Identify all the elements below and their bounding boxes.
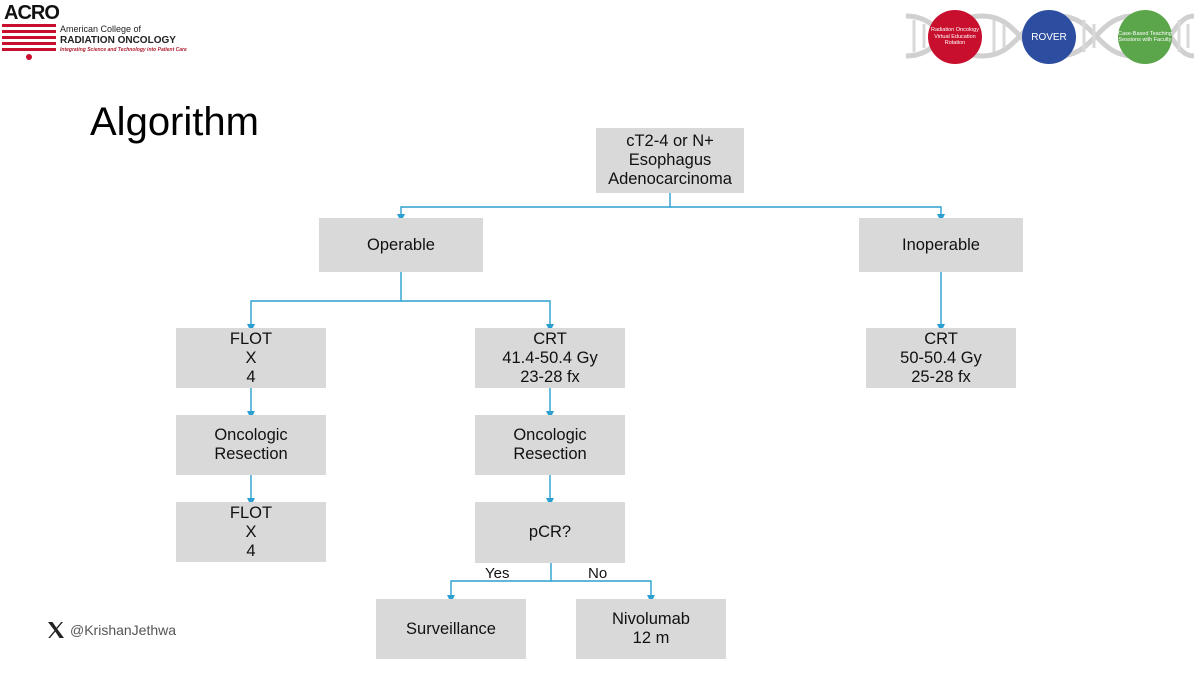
node-crt-inoperable-line: CRT — [924, 329, 958, 348]
rover-circle-teaching: Case-Based Teaching Sessions with Facult… — [1118, 10, 1172, 64]
x-logo-icon — [48, 622, 64, 638]
node-nivolumab-line: Nivolumab — [612, 610, 690, 628]
node-crt-inoperable-line: 50-50.4 Gy — [900, 348, 982, 367]
acro-logo: ACRO American College of RADIATION ONCOL… — [2, 2, 192, 62]
edge-pcr-nivolumab — [551, 580, 655, 603]
edge-root-operable — [397, 193, 671, 222]
node-flot-pre: FLOT X 4 — [176, 328, 326, 388]
node-inoperable: Inoperable — [859, 218, 1023, 272]
edge-pcr-surveillance — [447, 563, 552, 603]
edge-label-no: No — [588, 565, 608, 582]
node-operable-label: Operable — [367, 235, 435, 254]
node-root-line: Esophagus — [628, 151, 712, 169]
node-pcr-label: pCR? — [528, 523, 572, 541]
node-surveillance-label: Surveillance — [406, 619, 496, 638]
node-crt-inoperable: CRT 50-50.4 Gy 25-28 fx — [866, 328, 1016, 388]
social-handle: @KrishanJethwa — [46, 620, 176, 640]
node-nivolumab: Nivolumab 12 m — [576, 599, 726, 659]
node-flot-pre-line: FLOT — [229, 329, 273, 348]
edge-operable-flot — [247, 272, 402, 332]
acro-mark: ACRO — [2, 2, 60, 60]
acro-name-line1: American College of — [60, 24, 142, 34]
acro-wordmark: American College of RADIATION ONCOLOGY I… — [60, 24, 200, 54]
node-nivolumab-line: 12 m — [632, 629, 670, 647]
slide-title: Algorithm — [90, 100, 259, 144]
node-resection-right: Oncologic Resection — [475, 415, 625, 475]
node-flot-post: FLOT X 4 — [176, 502, 326, 562]
node-crt-operable-line: 23-28 fx — [520, 367, 580, 386]
rover-logo: Radiation Oncology Virtual Education Rot… — [904, 6, 1196, 66]
acro-abbrev: ACRO — [4, 2, 60, 24]
edge-label-yes: Yes — [485, 565, 510, 582]
edge-operable-crt — [401, 300, 554, 332]
acro-name-line2: RADIATION ONCOLOGY — [60, 35, 176, 46]
node-flot-pre-line: X — [245, 348, 257, 367]
node-flot-pre-line: 4 — [246, 367, 256, 386]
handle-text: @KrishanJethwa — [70, 622, 177, 638]
node-resection-left-line: Resection — [214, 445, 288, 463]
node-root-line: Adenocarcinoma — [608, 170, 732, 188]
node-flot-post-line: X — [245, 522, 257, 541]
node-flot-post-line: 4 — [246, 541, 256, 560]
node-root: cT2-4 or N+ Esophagus Adenocarcinoma — [596, 128, 744, 193]
rover-circle-rover: ROVER — [1022, 10, 1076, 64]
node-inoperable-label: Inoperable — [902, 235, 980, 254]
edge-root-inoperable — [670, 206, 945, 222]
node-crt-operable: CRT 41.4-50.4 Gy 23-28 fx — [475, 328, 625, 388]
rover-circle-education: Radiation Oncology Virtual Education Rot… — [928, 10, 982, 64]
node-resection-left: Oncologic Resection — [176, 415, 326, 475]
node-flot-post-line: FLOT — [229, 503, 273, 522]
node-resection-left-line: Oncologic — [214, 426, 288, 444]
node-pcr: pCR? — [475, 502, 625, 563]
node-root-line: cT2-4 or N+ — [626, 132, 714, 150]
acro-stripes-icon — [2, 24, 56, 60]
node-resection-right-line: Oncologic — [513, 426, 587, 444]
node-surveillance: Surveillance — [376, 599, 526, 659]
acro-tagline: Integrating Science and Technology into … — [60, 47, 187, 53]
node-crt-operable-line: 41.4-50.4 Gy — [502, 348, 598, 367]
node-crt-operable-line: CRT — [533, 329, 567, 348]
node-resection-right-line: Resection — [513, 445, 587, 463]
node-crt-inoperable-line: 25-28 fx — [911, 367, 971, 386]
node-operable: Operable — [319, 218, 483, 272]
